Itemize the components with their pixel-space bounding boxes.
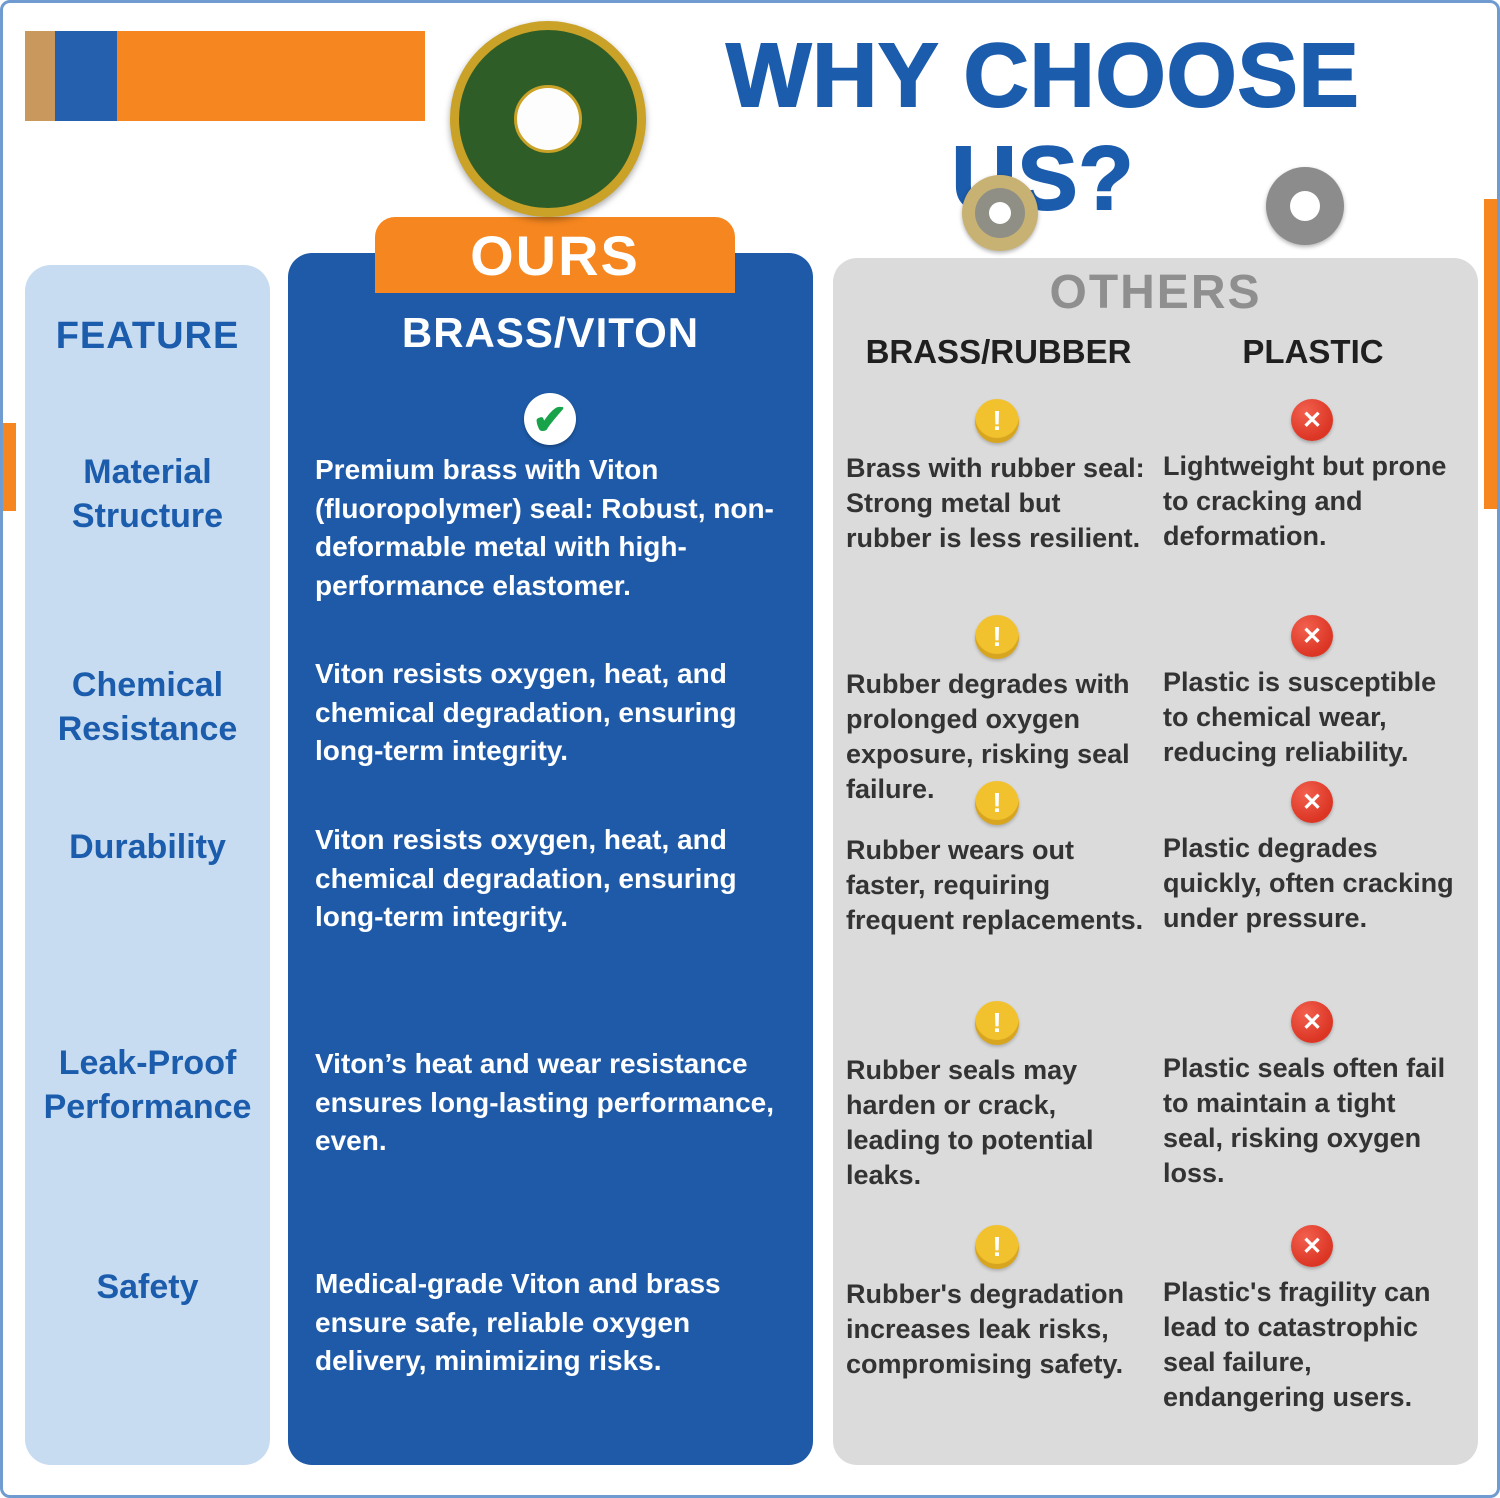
brass-rubber-washer-image [962, 175, 1038, 251]
plastic-cell-chemical-resistance: ✕ Plastic is susceptible to chemical wea… [1163, 615, 1461, 770]
ours-column-header: BRASS/VITON [401, 309, 700, 356]
ours-cell-durability: Viton resists oxygen, heat, and chemical… [315, 824, 737, 933]
deco-blue-bar [55, 31, 117, 121]
plastic-washer-image [1266, 167, 1344, 245]
brass-rubber-column-header: BRASS/RUBBER [865, 333, 1132, 370]
feature-label-safety: Safety [96, 1268, 199, 1306]
warning-icon: ! [975, 781, 1019, 825]
right-edge-accent [1484, 199, 1497, 509]
brass-rubber-cell-chemical-resistance: ! Rubber degrades with prolonged oxygen … [846, 615, 1148, 807]
ours-cell-leak-proof: Viton’s heat and wear resistance ensures… [315, 1048, 774, 1157]
plastic-cell-text: Plastic's fragility can lead to catastro… [1163, 1277, 1431, 1413]
brass-rubber-cell-text: Rubber's degradation increases leak risk… [846, 1279, 1124, 1380]
plastic-washer-hole [1290, 191, 1320, 221]
brass-rubber-cell-text: Rubber degrades with prolonged oxygen ex… [846, 669, 1130, 805]
cross-icon: ✕ [1291, 399, 1333, 441]
ours-cell-safety: Medical-grade Viton and brass ensure saf… [315, 1268, 721, 1377]
feature-label-material-structure: Material Structure [71, 453, 224, 536]
feature-label-leak-proof: Leak-Proof Performance [43, 1044, 252, 1127]
ours-tab: OURS [375, 217, 735, 293]
plastic-cell-text: Plastic degrades quickly, often cracking… [1163, 833, 1454, 934]
ours-cell-chemical-resistance: Viton resists oxygen, heat, and chemical… [315, 658, 737, 767]
viton-washer-image [450, 21, 646, 217]
brass-rubber-cell-text: Rubber wears out faster, requiring frequ… [846, 835, 1144, 936]
brass-rubber-cell-text: Brass with rubber seal: Strong metal but… [846, 453, 1145, 554]
cross-icon: ✕ [1291, 781, 1333, 823]
check-icon: ✔ [524, 393, 576, 445]
brass-rubber-cell-durability: ! Rubber wears out faster, requiring fre… [846, 781, 1148, 938]
warning-icon: ! [975, 1001, 1019, 1045]
plastic-column-header: PLASTIC [1242, 333, 1384, 370]
plastic-cell-safety: ✕ Plastic's fragility can lead to catast… [1163, 1225, 1461, 1415]
brass-rubber-cell-text: Rubber seals may harden or crack, leadin… [846, 1055, 1094, 1191]
brass-rubber-cell-safety: ! Rubber's degradation increases leak ri… [846, 1225, 1148, 1382]
plastic-cell-durability: ✕ Plastic degrades quickly, often cracki… [1163, 781, 1461, 936]
others-panel-header: OTHERS [1049, 266, 1262, 319]
cross-icon: ✕ [1291, 615, 1333, 657]
feature-label-chemical-resistance: Chemical Resistance [57, 666, 238, 749]
feature-column-header: FEATURE [55, 315, 240, 357]
cross-icon: ✕ [1291, 1001, 1333, 1043]
ours-column-panel [288, 253, 813, 1465]
warning-icon: ! [975, 399, 1019, 443]
warning-icon: ! [975, 615, 1019, 659]
page-title: WHY CHOOSE US? [725, 25, 1360, 230]
left-edge-accent [3, 423, 16, 511]
deco-orange-bar [117, 31, 425, 121]
brass-washer-inner-ring [975, 188, 1025, 238]
brass-rubber-cell-leak-proof: ! Rubber seals may harden or crack, lead… [846, 1001, 1148, 1193]
feature-column-panel [25, 265, 270, 1465]
others-panel [833, 258, 1478, 1465]
deco-tan-bar [25, 31, 55, 121]
plastic-cell-text: Plastic is susceptible to chemical wear,… [1163, 667, 1437, 768]
ours-cell-material-structure: Premium brass with Viton (fluoropolymer)… [315, 454, 774, 601]
plastic-cell-material-structure: ✕ Lightweight but prone to cracking and … [1163, 399, 1461, 554]
cross-icon: ✕ [1291, 1225, 1333, 1267]
warning-icon: ! [975, 1225, 1019, 1269]
brass-washer-hole [989, 202, 1011, 224]
brass-rubber-cell-material-structure: ! Brass with rubber seal: Strong metal b… [846, 399, 1148, 556]
plastic-cell-text: Lightweight but prone to cracking and de… [1163, 451, 1447, 552]
plastic-cell-leak-proof: ✕ Plastic seals often fail to maintain a… [1163, 1001, 1461, 1191]
feature-label-durability: Durability [69, 828, 226, 866]
plastic-cell-text: Plastic seals often fail to maintain a t… [1163, 1053, 1446, 1189]
